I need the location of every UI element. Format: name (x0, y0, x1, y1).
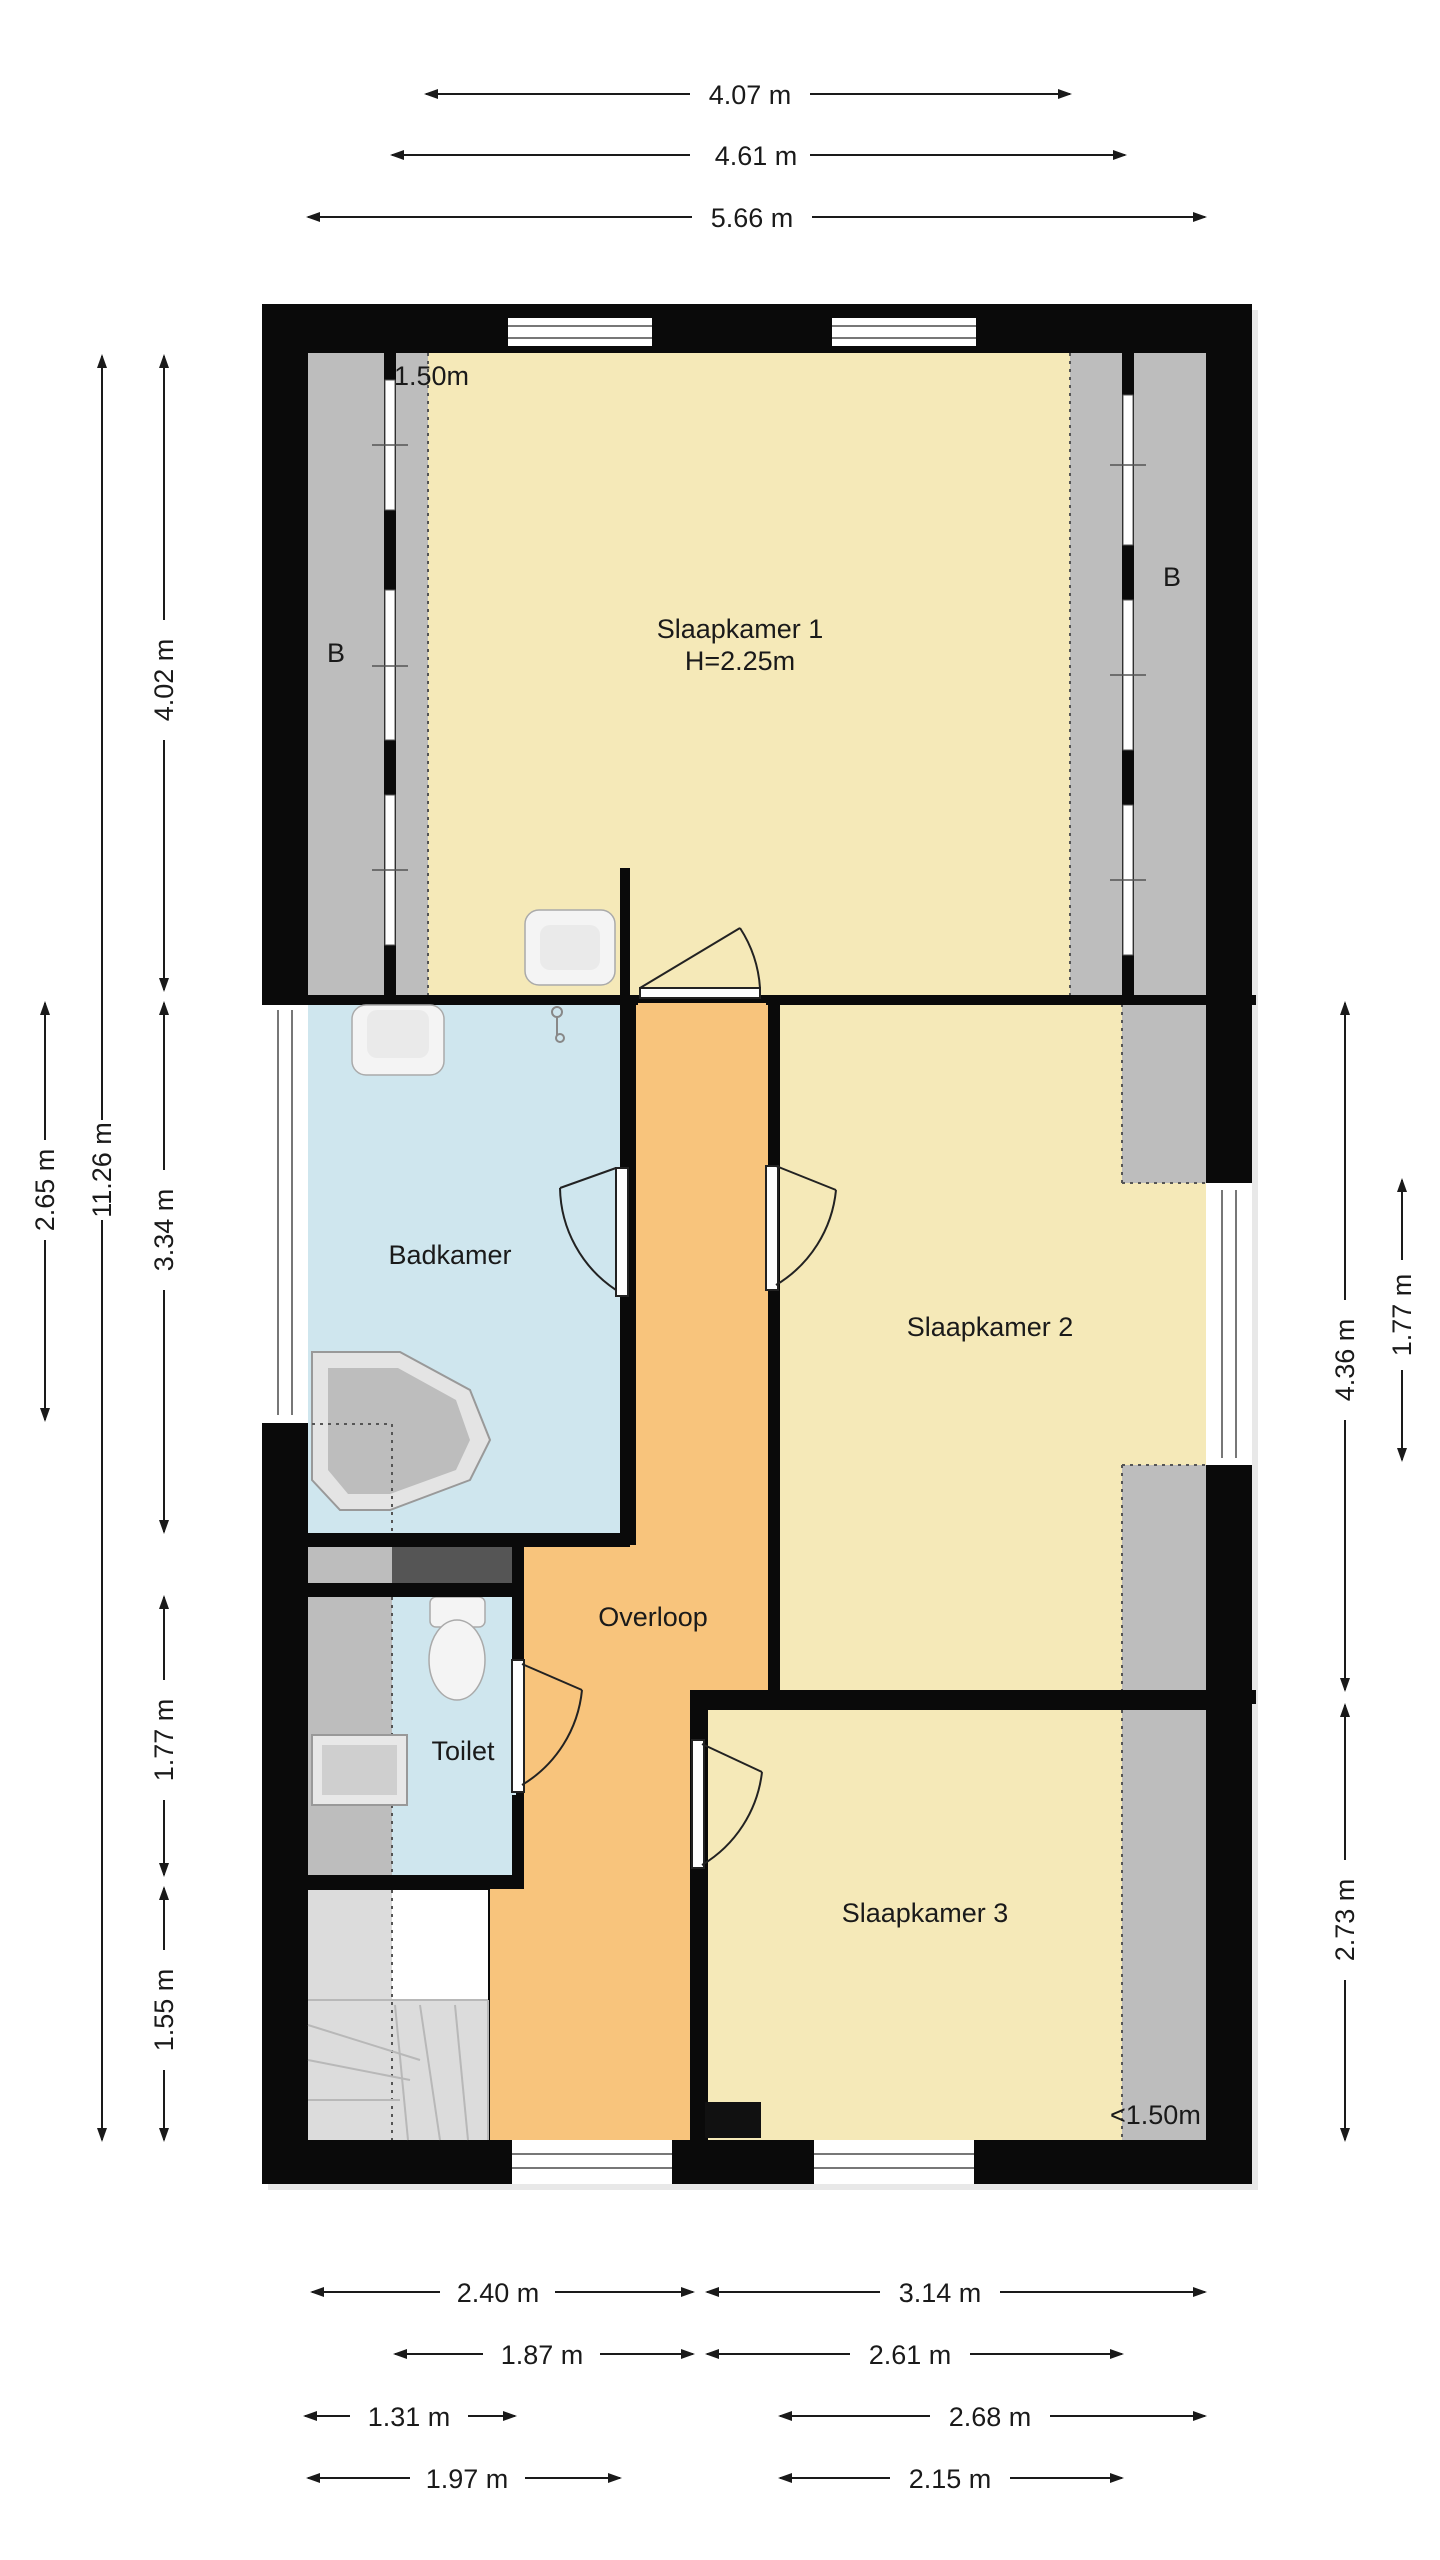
window-top-1 (508, 318, 652, 346)
label-low-height-bottom: <1.50m (1110, 2100, 1201, 2130)
corner-bath (311, 1351, 492, 1533)
window-top-2 (832, 318, 976, 346)
label-slaapkamer-1: Slaapkamer 1 (657, 614, 824, 644)
label-badkamer: Badkamer (388, 1240, 511, 1270)
dim-left-2-65: 2.65 m (30, 1149, 60, 1232)
label-overloop: Overloop (598, 1602, 708, 1632)
sink-slaapkamer-1 (524, 909, 616, 986)
dim-left-1-55: 1.55 m (149, 1969, 179, 2052)
dim-left-4-02: 4.02 m (149, 639, 179, 722)
door-slaapkamer-3[interactable] (691, 1739, 763, 1869)
label-storage-left: B (327, 638, 345, 668)
dim-top-1: 4.07 m (709, 80, 792, 110)
dim-top-2: 4.61 m (715, 141, 798, 171)
shower-tap (551, 1006, 565, 1043)
label-slaapkamer-3: Slaapkamer 3 (842, 1898, 1009, 1928)
dim-left-11-26: 11.26 m (87, 1122, 117, 1218)
right-dimensions: 4.36 m 1.77 m 2.73 m (1330, 1001, 1417, 2142)
dim-right-2-73: 2.73 m (1330, 1879, 1360, 1962)
door-toilet[interactable] (511, 1659, 583, 1793)
dim-top-3: 5.66 m (711, 203, 794, 233)
door-slaapkamer-1[interactable] (639, 927, 761, 999)
dim-bottom-1-97: 1.97 m (426, 2464, 509, 2494)
dim-bottom-3-14: 3.14 m (899, 2278, 982, 2308)
door-slaapkamer-2[interactable] (765, 1165, 837, 1291)
top-dimensions: 4.07 m 4.61 m 5.66 m (306, 80, 1207, 233)
bottom-dimensions: 2.40 m 3.14 m 1.87 m 2.61 m 1.31 m 2.68 … (303, 2278, 1207, 2494)
dim-right-4-36: 4.36 m (1330, 1319, 1360, 1402)
dim-bottom-2-68: 2.68 m (949, 2402, 1032, 2432)
door-badkamer[interactable] (559, 1167, 629, 1297)
label-slaapkamer-2: Slaapkamer 2 (907, 1312, 1074, 1342)
building: Slaapkamer 1 H=2.25m Slaapkamer 2 Slaapk… (262, 304, 1258, 2190)
label-toilet: Toilet (431, 1736, 495, 1766)
dim-bottom-2-61: 2.61 m (869, 2340, 952, 2370)
dim-left-3-34: 3.34 m (149, 1189, 179, 1272)
dim-left-1-77: 1.77 m (149, 1699, 179, 1782)
dim-bottom-1-31: 1.31 m (368, 2402, 451, 2432)
label-slaapkamer-1-height: H=2.25m (685, 646, 795, 676)
dim-bottom-2-40: 2.40 m (457, 2278, 540, 2308)
label-low-height-top: 1.50m (394, 361, 469, 391)
room-overloop (490, 1003, 768, 2140)
label-storage-right: B (1163, 562, 1181, 592)
dim-bottom-2-15: 2.15 m (909, 2464, 992, 2494)
dim-right-1-77: 1.77 m (1387, 1274, 1417, 1357)
sink-badkamer (351, 1004, 445, 1076)
left-dimensions: 11.26 m 2.65 m 4.02 m 3.34 m 1.77 m 1.55… (30, 354, 179, 2142)
room-slaapkamer-1 (428, 353, 1070, 995)
dim-bottom-1-87: 1.87 m (501, 2340, 584, 2370)
